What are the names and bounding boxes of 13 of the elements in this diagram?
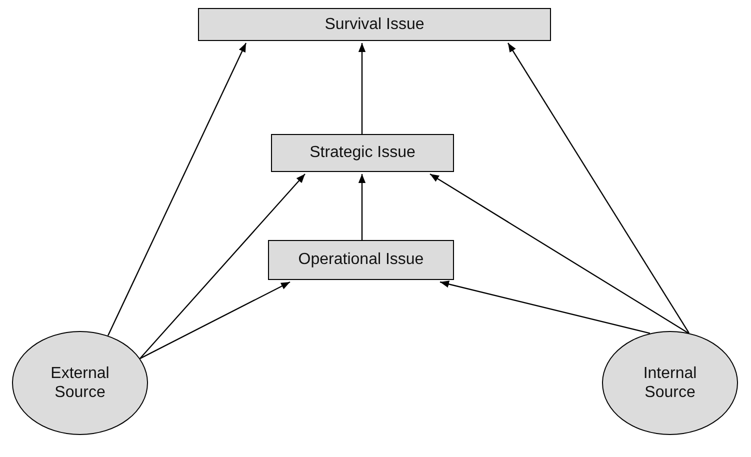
arrow [430,173,688,334]
arrow [440,280,650,334]
arrow [358,43,366,134]
arrow [140,174,306,359]
arrow [508,42,690,334]
issue-box: Survival Issue [198,8,551,41]
arrow [358,174,366,240]
issue-box: Operational Issue [268,240,454,280]
arrow [107,42,247,336]
issue-box: Strategic Issue [271,134,454,172]
source-ellipse: External Source [12,331,148,435]
arrow [140,281,290,360]
source-ellipse: Internal Source [602,331,738,435]
